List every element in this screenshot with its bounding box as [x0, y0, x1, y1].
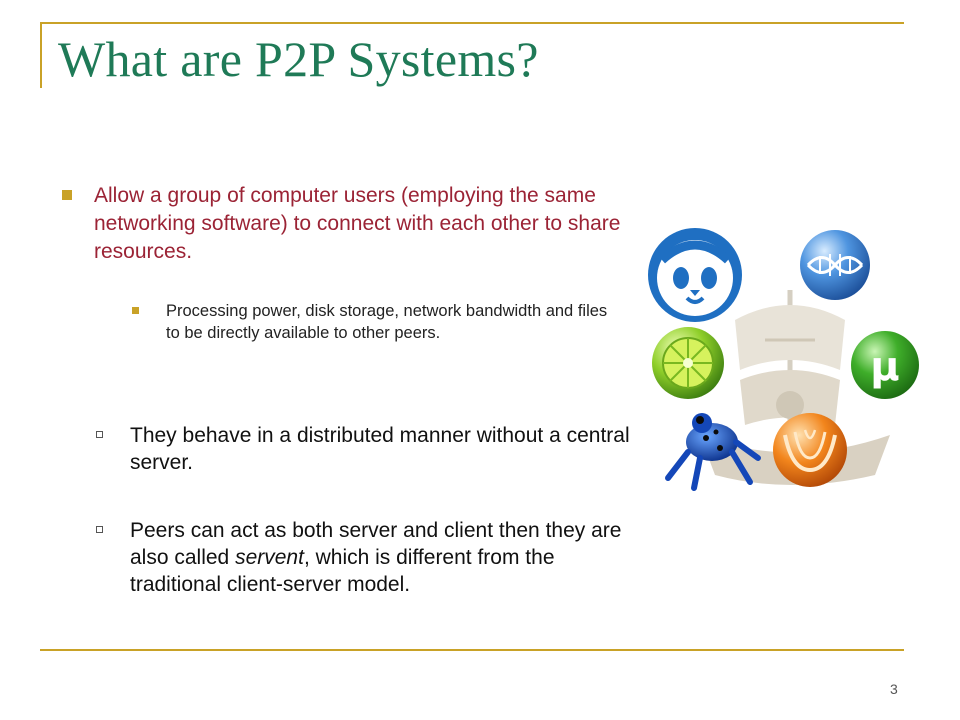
bottom-rule: [40, 649, 904, 651]
point2-after: , which is different from the traditiona…: [130, 546, 555, 596]
page-number: 3: [890, 681, 898, 697]
checkbox-bullet-icon: [96, 526, 103, 533]
p2p-logos-illustration: µ: [648, 228, 919, 491]
point2-text: Peers can act as both server and client …: [130, 517, 630, 598]
point1-text: They behave in a distributed manner with…: [130, 424, 630, 474]
sub-bullet-text: Processing power, disk storage, network …: [166, 302, 608, 342]
left-rule: [40, 22, 42, 88]
bullet-marker: [62, 190, 72, 200]
limewire-icon: [652, 327, 724, 399]
napster-logo-icon: [648, 228, 742, 322]
dna-helix-icon: [800, 230, 870, 300]
bullet-marker: [132, 307, 139, 314]
slide-title: What are P2P Systems?: [58, 31, 539, 87]
checkbox-bullet-icon: [96, 431, 103, 438]
svg-text:µ: µ: [870, 344, 899, 390]
main-bullet-text: Allow a group of computer users (employi…: [94, 184, 621, 263]
servent-term: servent: [235, 546, 304, 569]
point2-before: Peers can act as both server and client …: [130, 519, 622, 569]
top-rule: [40, 22, 904, 24]
frog-icon: [665, 413, 761, 491]
utorrent-icon: µ: [851, 331, 919, 399]
bearshare-icon: [773, 413, 847, 487]
